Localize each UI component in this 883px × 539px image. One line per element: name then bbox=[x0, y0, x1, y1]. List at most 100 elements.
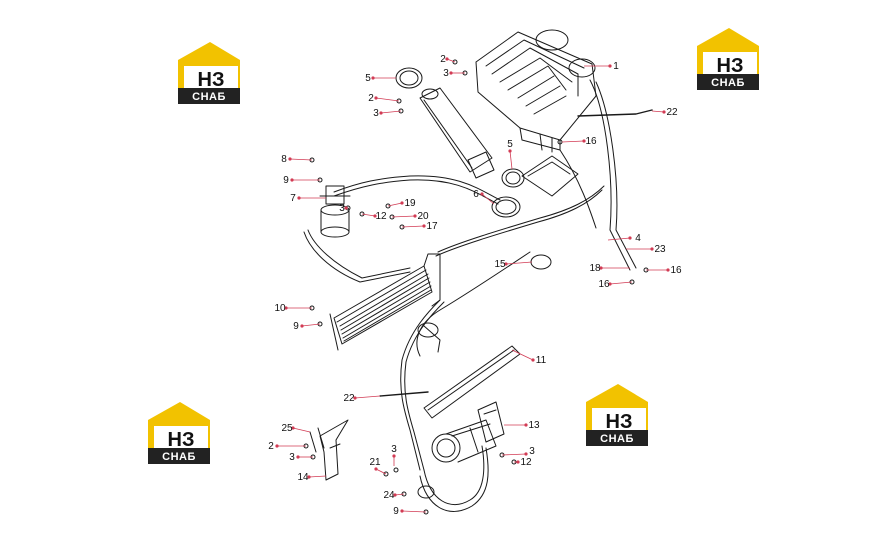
part-number-label: 23 bbox=[654, 244, 666, 255]
callout-dot bbox=[524, 452, 528, 456]
logo-bottom-text: СНАБ bbox=[192, 91, 226, 103]
part-number-label: 16 bbox=[585, 136, 597, 147]
part-number-label: 9 bbox=[293, 321, 299, 332]
part-callout: 3 bbox=[373, 108, 402, 119]
callout-leader-line bbox=[387, 202, 403, 207]
drive-belt-drawing bbox=[423, 345, 521, 419]
part-callout: 2 bbox=[440, 54, 456, 65]
refrigerant-hoses-drawing bbox=[303, 79, 637, 512]
part-number-label: 25 bbox=[281, 423, 293, 434]
cover-housing-drawing bbox=[521, 155, 579, 197]
part-number-label: 8 bbox=[281, 154, 287, 165]
part-number-label: 3 bbox=[443, 68, 449, 79]
part-callout: 5 bbox=[507, 139, 513, 170]
callout-dot bbox=[373, 214, 377, 218]
part-number-label: 16 bbox=[598, 279, 610, 290]
part-number-label: 17 bbox=[426, 221, 438, 232]
callout-dot bbox=[504, 262, 508, 266]
callout-dot bbox=[531, 358, 535, 362]
part-number-label: 18 bbox=[589, 263, 601, 274]
part-number-label: 9 bbox=[393, 506, 399, 517]
callout-dot bbox=[516, 460, 520, 464]
part-number-label: 3 bbox=[373, 108, 379, 119]
callout-leader-line bbox=[401, 510, 427, 513]
part-callout: 22 bbox=[343, 393, 381, 404]
callout-dot bbox=[628, 236, 632, 240]
hose-clamp-drawing bbox=[417, 322, 439, 338]
part-number-label: 2 bbox=[368, 93, 374, 104]
part-callout: 22 bbox=[651, 107, 678, 118]
heater-box-drawing bbox=[419, 87, 495, 179]
part-number-label: 3 bbox=[289, 452, 295, 463]
part-number-label: 4 bbox=[635, 233, 641, 244]
callout-dot bbox=[284, 306, 288, 310]
part-callout: 25 bbox=[281, 423, 311, 434]
callout-dot bbox=[307, 475, 311, 479]
part-callout: 3 bbox=[443, 68, 465, 79]
part-callout: 9 bbox=[393, 506, 427, 517]
part-callout: 5 bbox=[365, 73, 396, 84]
callout-leader-line bbox=[361, 213, 376, 217]
brand-logo-bottom-left: НЗ СНАБ bbox=[148, 402, 210, 464]
part-number-label: 9 bbox=[283, 175, 289, 186]
part-callout: 21 bbox=[369, 457, 387, 475]
part-number-label: 22 bbox=[666, 107, 678, 118]
callout-leader-line bbox=[511, 349, 534, 361]
part-callout: 3 bbox=[339, 203, 348, 214]
seal-ring-drawing bbox=[491, 196, 521, 218]
callout-dot bbox=[582, 139, 586, 143]
logo-top-text: НЗ bbox=[168, 429, 195, 451]
part-callout: 12 bbox=[361, 211, 387, 222]
part-number-label: 15 bbox=[494, 259, 506, 270]
part-callout: 3 bbox=[391, 444, 397, 466]
callout-dot bbox=[291, 426, 295, 430]
part-number-label: 6 bbox=[473, 189, 479, 200]
part-number-label: 24 bbox=[383, 490, 395, 501]
callout-leader-line bbox=[501, 453, 527, 456]
tube-drawing bbox=[577, 109, 653, 117]
part-callout: 19 bbox=[387, 198, 416, 209]
callout-leader-line bbox=[481, 193, 495, 205]
callout-dot bbox=[422, 224, 426, 228]
callout-leader-line bbox=[308, 475, 327, 478]
tube-drawing bbox=[379, 391, 429, 397]
part-number-label: 5 bbox=[507, 139, 513, 150]
logo-top-text: НЗ bbox=[717, 55, 744, 77]
part-callout: 14 bbox=[297, 472, 327, 483]
callout-leader-line bbox=[380, 110, 402, 114]
part-number-label: 12 bbox=[375, 211, 387, 222]
callout-leader-line bbox=[509, 150, 513, 170]
part-callout: 1 bbox=[584, 61, 619, 72]
part-callout: 2 bbox=[368, 93, 400, 104]
part-number-label: 3 bbox=[339, 203, 345, 214]
part-number-label: 11 bbox=[536, 355, 547, 366]
seal-ring-drawing bbox=[501, 168, 525, 188]
part-number-label: 3 bbox=[529, 446, 535, 457]
receiver-drier-drawing bbox=[319, 185, 351, 238]
logo-top-text: НЗ bbox=[606, 411, 633, 433]
part-callout: 15 bbox=[494, 259, 533, 270]
callout-dot bbox=[400, 509, 404, 513]
part-callout: 11 bbox=[511, 349, 547, 366]
callout-leader-line bbox=[561, 140, 585, 143]
callout-dot bbox=[392, 454, 396, 458]
callout-leader-line bbox=[354, 395, 381, 399]
bracket-drawing bbox=[477, 401, 505, 443]
callout-dot bbox=[524, 423, 528, 427]
callout-dot bbox=[288, 157, 292, 161]
callout-leader-line bbox=[609, 281, 633, 285]
callout-leader-line bbox=[289, 158, 313, 161]
callout-dot bbox=[650, 247, 654, 251]
part-number-label: 16 bbox=[670, 265, 682, 276]
part-number-label: 12 bbox=[520, 457, 532, 468]
callout-leader-line bbox=[505, 261, 533, 265]
logo-bottom-text: СНАБ bbox=[600, 433, 634, 445]
callout-dot bbox=[297, 196, 301, 200]
logo-bottom-text: СНАБ bbox=[162, 451, 196, 463]
brand-logo-bottom-right: НЗ СНАБ bbox=[586, 384, 648, 446]
part-callout: 9 bbox=[283, 175, 320, 186]
part-number-label: 22 bbox=[343, 393, 355, 404]
part-number-label: 21 bbox=[369, 457, 381, 468]
brand-logo-top-right: НЗ СНАБ bbox=[697, 28, 759, 90]
